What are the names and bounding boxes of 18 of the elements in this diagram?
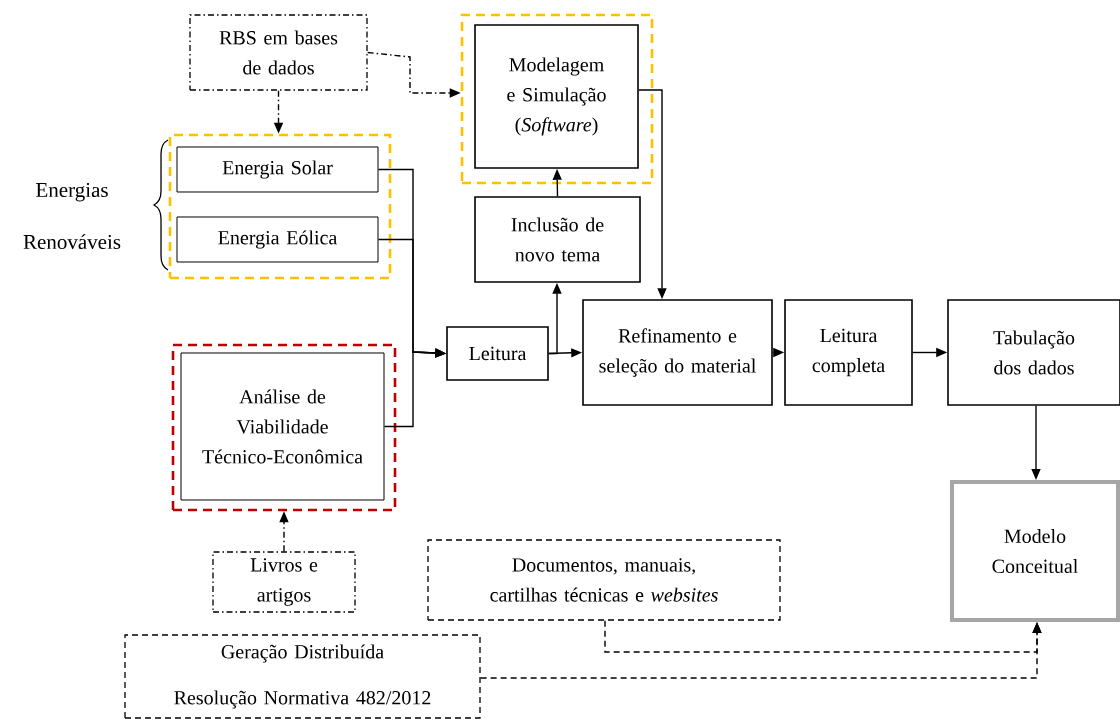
source-box: Documentos, manuais, cartilhas técnicas e websites (427, 539, 781, 621)
source-box: Livros e artigos (212, 551, 356, 613)
process-box: Energia Eólica (176, 216, 379, 263)
side-label: Energias Renováveis (23, 182, 121, 250)
process-box: Modelagem e Simulação (Software) (474, 24, 639, 169)
process-box: Refinamento e seleção do material (582, 299, 773, 406)
process-box: Análise de Viabilidade Técnico-Econômica (180, 352, 385, 501)
source-box: Geração Distribuída Resolução Normativa 482/2012 (124, 634, 481, 719)
process-box: Leitura (446, 326, 549, 381)
group-frame (171, 343, 397, 512)
process-box: Inclusão de novo tema (474, 196, 641, 283)
source-box: RBS em bases de dados (189, 14, 368, 91)
process-box: Energia Solar (176, 146, 379, 193)
process-box: Tabulação dos dados (947, 299, 1120, 406)
group-frame (168, 133, 392, 280)
process-box: Leitura completa (784, 299, 913, 406)
result-box: Modelo Conceitual (950, 480, 1120, 622)
group-frame (460, 13, 654, 185)
